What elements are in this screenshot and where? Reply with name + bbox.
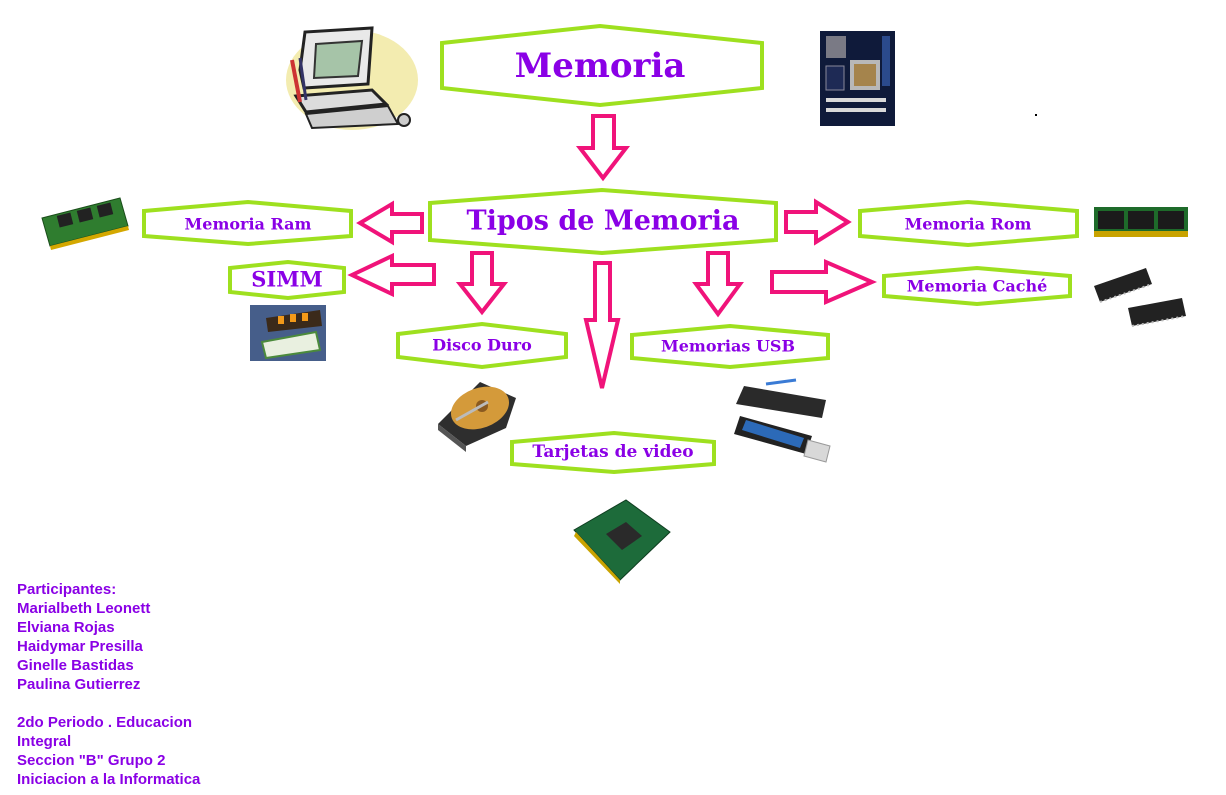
spacer (17, 694, 200, 713)
node-memoria-ram: Memoria Ram (142, 199, 353, 247)
node-memoria-cache: Memoria Caché (882, 265, 1072, 307)
node-rom-label: Memoria Rom (905, 215, 1032, 234)
simm-module-icon (250, 305, 326, 361)
ram-module-icon (41, 197, 129, 250)
computer-icon (286, 26, 418, 130)
arrow-tipos-to-ram (356, 200, 424, 246)
node-tipos-de-memoria: Tipos de Memoria (428, 187, 778, 256)
participant-name: Ginelle Bastidas (17, 657, 134, 674)
arrow-tipos-to-rom (784, 198, 852, 246)
node-disco-duro: Disco Duro (396, 321, 568, 370)
node-disco-label: Disco Duro (432, 336, 532, 355)
arrow-memoria-to-tipos (575, 114, 631, 182)
motherboard-icon (820, 31, 895, 126)
node-simm-label: SIMM (251, 267, 322, 292)
credits-heading: Participantes: (17, 581, 117, 598)
node-memorias-usb: Memorias USB (630, 323, 830, 370)
arrow-to-simm (347, 252, 436, 298)
credits-block: Participantes: Marialbeth Leonett Elvian… (17, 580, 200, 789)
video-card-icon (573, 499, 671, 584)
node-memoria: Memoria (440, 23, 764, 108)
course-line: Integral (17, 733, 72, 750)
node-tipos-label: Tipos de Memoria (467, 206, 740, 237)
node-cache-label: Memoria Caché (907, 277, 1048, 296)
node-memoria-label: Memoria (515, 46, 686, 86)
arrow-to-disco-duro (455, 251, 509, 316)
participant-name: Haidymar Presilla (17, 638, 143, 655)
node-ram-label: Memoria Ram (185, 215, 312, 234)
stray-dot (1035, 114, 1037, 116)
course-line: Iniciacion a la Informatica (17, 771, 201, 788)
participant-name: Marialbeth Leonett (17, 600, 151, 617)
course-line: Seccion "B" Grupo 2 (17, 752, 166, 769)
usb-drive-icon (734, 378, 831, 463)
cache-chip-icon (1094, 268, 1187, 327)
participant-name: Elviana Rojas (17, 619, 115, 636)
participant-name: Paulina Gutierrez (17, 676, 141, 693)
node-memoria-rom: Memoria Rom (858, 199, 1079, 248)
node-simm: SIMM (228, 259, 346, 301)
node-usb-label: Memorias USB (661, 337, 795, 356)
hard-disk-icon (438, 382, 516, 452)
arrow-to-usb (692, 251, 744, 318)
course-line: 2do Periodo . Educacion (17, 714, 193, 731)
node-video-label: Tarjetas de video (532, 442, 693, 462)
arrow-to-video (583, 261, 621, 389)
node-tarjetas-de-video: Tarjetas de video (510, 430, 716, 475)
rom-chip-icon (1094, 207, 1188, 237)
arrow-to-cache (770, 258, 878, 306)
